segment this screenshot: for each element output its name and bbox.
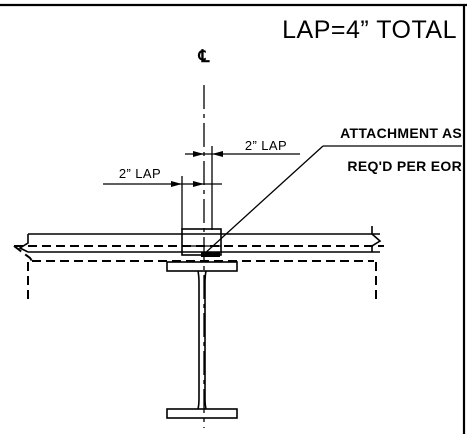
lap-right-arrow-right <box>212 151 223 157</box>
lap-left-label: 2” LAP <box>119 166 161 181</box>
lap-right-label: 2” LAP <box>245 138 287 153</box>
centerline-symbol: ℄ <box>198 47 211 66</box>
lap-right-arrow-left <box>193 151 204 157</box>
lap-left-arrow-left <box>171 181 182 187</box>
lap-left-arrow-right <box>193 181 204 187</box>
lower-panel-left-break <box>13 245 33 262</box>
attachment-note-line-2: REQ'D PER EOR <box>347 158 462 174</box>
detail-title: LAP=4” TOTAL <box>282 16 457 44</box>
attachment-note-line-1: ATTACHMENT AS <box>340 125 462 141</box>
beam-web-right <box>204 270 207 410</box>
beam-bottom-flange <box>166 408 238 419</box>
upper-panel-right-break <box>371 226 382 252</box>
beam-top-flange <box>166 261 238 272</box>
attachment-leader-line <box>202 145 324 256</box>
attachment-weld-mark <box>201 252 220 257</box>
beam-web-left <box>197 270 200 410</box>
lap-joint-block <box>181 228 222 256</box>
upper-panel-left-break <box>18 234 29 253</box>
